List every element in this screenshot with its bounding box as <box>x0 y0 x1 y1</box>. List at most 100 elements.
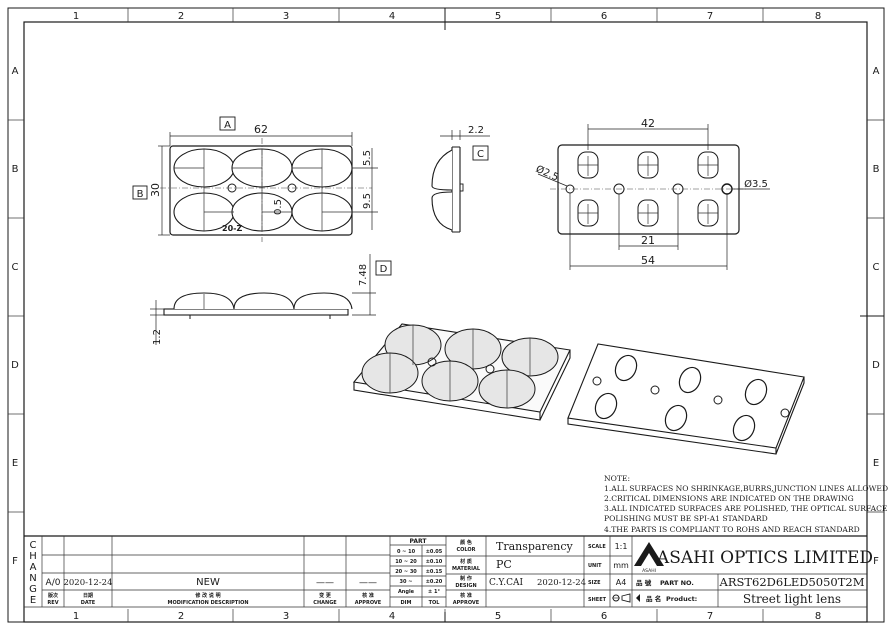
col-label-6-bottom: 6 <box>601 611 607 622</box>
dim-thickness: 2.2 <box>468 125 484 136</box>
engraving-text: 20-Z <box>222 224 242 233</box>
tol-range-3: 30 ~ <box>400 579 413 585</box>
col-label-5-bottom: 5 <box>495 611 501 622</box>
design-date: 2020-12-24 <box>537 578 586 588</box>
label-color: COLOR <box>456 547 475 553</box>
tol-tol: TOL <box>429 600 441 606</box>
dim-front-base: 1.2 <box>152 329 163 345</box>
note-line-2: 2.CRITICAL DIMENSIONS ARE INDICATED ON T… <box>604 494 854 503</box>
tolerance-header: PART <box>410 538 428 545</box>
view-label-a: A <box>224 120 231 131</box>
product-name: Street light lens <box>743 592 841 606</box>
view-label-d: D <box>380 264 388 275</box>
designer-name: C.Y.CAI <box>489 578 523 588</box>
isometric-top-view <box>352 323 571 421</box>
col-label-2-bottom: 2 <box>178 611 184 622</box>
view-label-b: B <box>137 189 144 200</box>
note-line-1: 1.ALL SURFACES NO SHRINKAGE,BURRS,JUNCTI… <box>604 484 888 493</box>
row-label-e-right: E <box>873 458 879 469</box>
logo-text: ASAHI <box>642 568 656 574</box>
col-change: CHANGE <box>313 600 337 606</box>
label-size: SIZE <box>588 580 601 586</box>
dim-right-mid: 9.5 <box>362 193 373 209</box>
side-view: 2.2 C <box>431 125 490 233</box>
sheet-frame: 1 2 3 4 5 6 7 8 1 2 3 4 5 6 7 8 A B C D … <box>7 7 885 623</box>
tol-range-2: 20 ~ 30 <box>395 569 417 575</box>
unit-value: mm <box>613 561 629 570</box>
part-number: ARST62D6LED5050T2M <box>719 575 865 589</box>
dim-center: 0.5 <box>273 199 284 215</box>
col-date-cn: 日期 <box>83 592 93 599</box>
col-change-cn: 变 更 <box>319 592 332 599</box>
label-part-no-cn: 品 號 <box>636 578 652 587</box>
col-label-1-bottom: 1 <box>73 611 79 622</box>
top-view-lenses <box>173 148 353 232</box>
label-color-cn: 颜 色 <box>460 539 472 546</box>
col-label-5: 5 <box>495 11 501 22</box>
row-label-d-right: D <box>872 360 880 371</box>
top-view: 20-Z 62 A 30 B 5.5 9.5 0.5 <box>132 116 378 242</box>
arrow-icon <box>636 594 640 602</box>
revision-approve: —— <box>359 578 377 588</box>
col-label-4: 4 <box>389 11 395 22</box>
row-label-f-right: F <box>873 556 879 567</box>
dim-front-height: 7.48 <box>358 264 369 286</box>
tol-range-0: 0 ~ 10 <box>397 549 416 555</box>
dim-hole-pitch: 21 <box>641 234 655 247</box>
row-label-b: B <box>12 164 19 175</box>
row-label-a-right: A <box>873 66 880 77</box>
label-product-cn: 品 名 <box>646 594 661 603</box>
col-rev-cn: 版次 <box>48 592 58 599</box>
notes-block: NOTE: 1.ALL SURFACES NO SHRINKAGE,BURRS,… <box>604 474 888 534</box>
col-label-3: 3 <box>283 11 289 22</box>
label-sheet: SHEET <box>588 597 607 603</box>
size-value: A4 <box>616 578 627 587</box>
scale-value: 1:1 <box>615 542 628 551</box>
col-label-7: 7 <box>707 11 713 22</box>
dim-top-span: 42 <box>641 117 655 130</box>
label-design-cn: 制 作 <box>460 575 472 582</box>
note-line-5: 4.THE PARTS IS COMPLIANT TO ROHS AND REA… <box>604 525 860 534</box>
label-material: MATERIAL <box>452 566 481 572</box>
tol-range-1: 10 ~ 20 <box>395 559 417 565</box>
label-design: DESIGN <box>455 583 476 589</box>
dim-height: 30 <box>149 183 162 197</box>
front-view: 7.48 D 1.2 <box>150 254 392 345</box>
tol-value-4: ± 1° <box>428 589 440 595</box>
col-label-2: 2 <box>178 11 184 22</box>
col-approve: APPROVE <box>355 600 382 606</box>
tol-value-0: ±0.05 <box>426 549 443 555</box>
change-letter-n: N <box>29 573 36 584</box>
notes-title: NOTE: <box>604 474 630 483</box>
label-product: Product: <box>666 595 697 603</box>
note-line-3: 3.ALL INDICATED SURFACES ARE POLISHED, T… <box>604 504 887 513</box>
title-block: C H A N G E A/0 2020-12-24 NEW —— —— 版次 … <box>24 535 873 608</box>
col-date: DATE <box>81 600 96 606</box>
label-approve: APPROVE <box>453 600 480 606</box>
revision-change: —— <box>316 578 334 588</box>
material-value: PC <box>496 558 512 571</box>
tol-value-1: ±0.10 <box>426 559 443 565</box>
col-label-7-bottom: 7 <box>707 611 713 622</box>
label-material-cn: 材 质 <box>460 558 472 565</box>
row-label-c-right: C <box>873 262 880 273</box>
row-label-c: C <box>12 262 19 273</box>
tol-value-3: ±0.20 <box>426 579 443 585</box>
label-unit: UNIT <box>588 563 602 569</box>
col-approve-cn: 核 准 <box>362 592 374 599</box>
col-label-4-bottom: 4 <box>389 611 395 622</box>
row-label-d: D <box>11 360 19 371</box>
isometric-bottom-view <box>567 343 805 455</box>
view-label-c: C <box>477 149 484 160</box>
col-desc-cn: 修 改 说 明 <box>194 592 220 599</box>
dim-right-top: 5.5 <box>362 150 373 166</box>
dim-width: 62 <box>254 123 268 136</box>
projection-symbol-icon <box>612 593 631 603</box>
col-label-8-bottom: 8 <box>815 611 821 622</box>
tolerance-table: PART 0 ~ 10 ±0.05 10 ~ 20 ±0.10 20 ~ 30 … <box>395 538 443 606</box>
tol-range-4: Angle <box>398 589 415 595</box>
col-rev: REV <box>47 600 58 606</box>
col-label-3-bottom: 3 <box>283 611 289 622</box>
company-logo-icon <box>634 542 664 566</box>
